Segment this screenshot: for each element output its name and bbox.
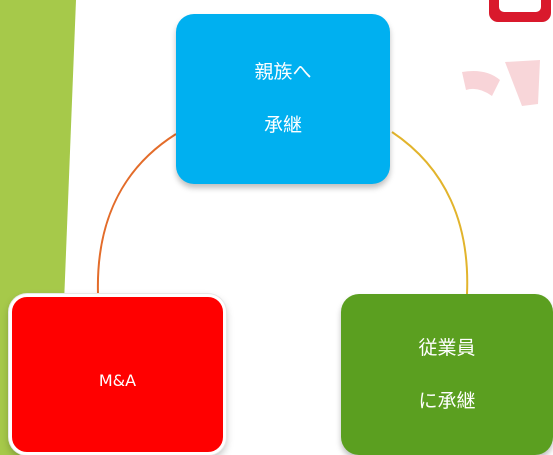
faded-decoration (462, 60, 540, 106)
node-m-and-a[interactable]: M&A (9, 294, 226, 455)
node-label-line: 従業員 (418, 336, 476, 359)
node-label-line: 承継 (263, 114, 302, 136)
connector-top-to-left (96, 133, 177, 295)
node-family-succession[interactable]: 親族へ 承継 (176, 14, 390, 184)
connector-top-to-right (391, 131, 469, 295)
node-label-line: 親族へ (254, 61, 312, 83)
node-employee-succession[interactable]: 従業員 に承継 (341, 294, 553, 455)
corner-badge (489, 0, 551, 22)
node-label-line: M&A (98, 370, 137, 390)
node-label-line: に承継 (418, 389, 476, 412)
